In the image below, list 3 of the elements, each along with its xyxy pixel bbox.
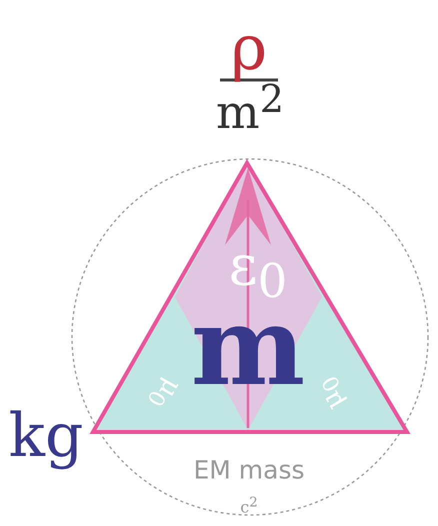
caption-text: EM mass: [193, 458, 305, 482]
speed-of-light-squared: c$^{2}$: [240, 496, 258, 516]
area-unit: m$^{2}$: [216, 80, 284, 136]
